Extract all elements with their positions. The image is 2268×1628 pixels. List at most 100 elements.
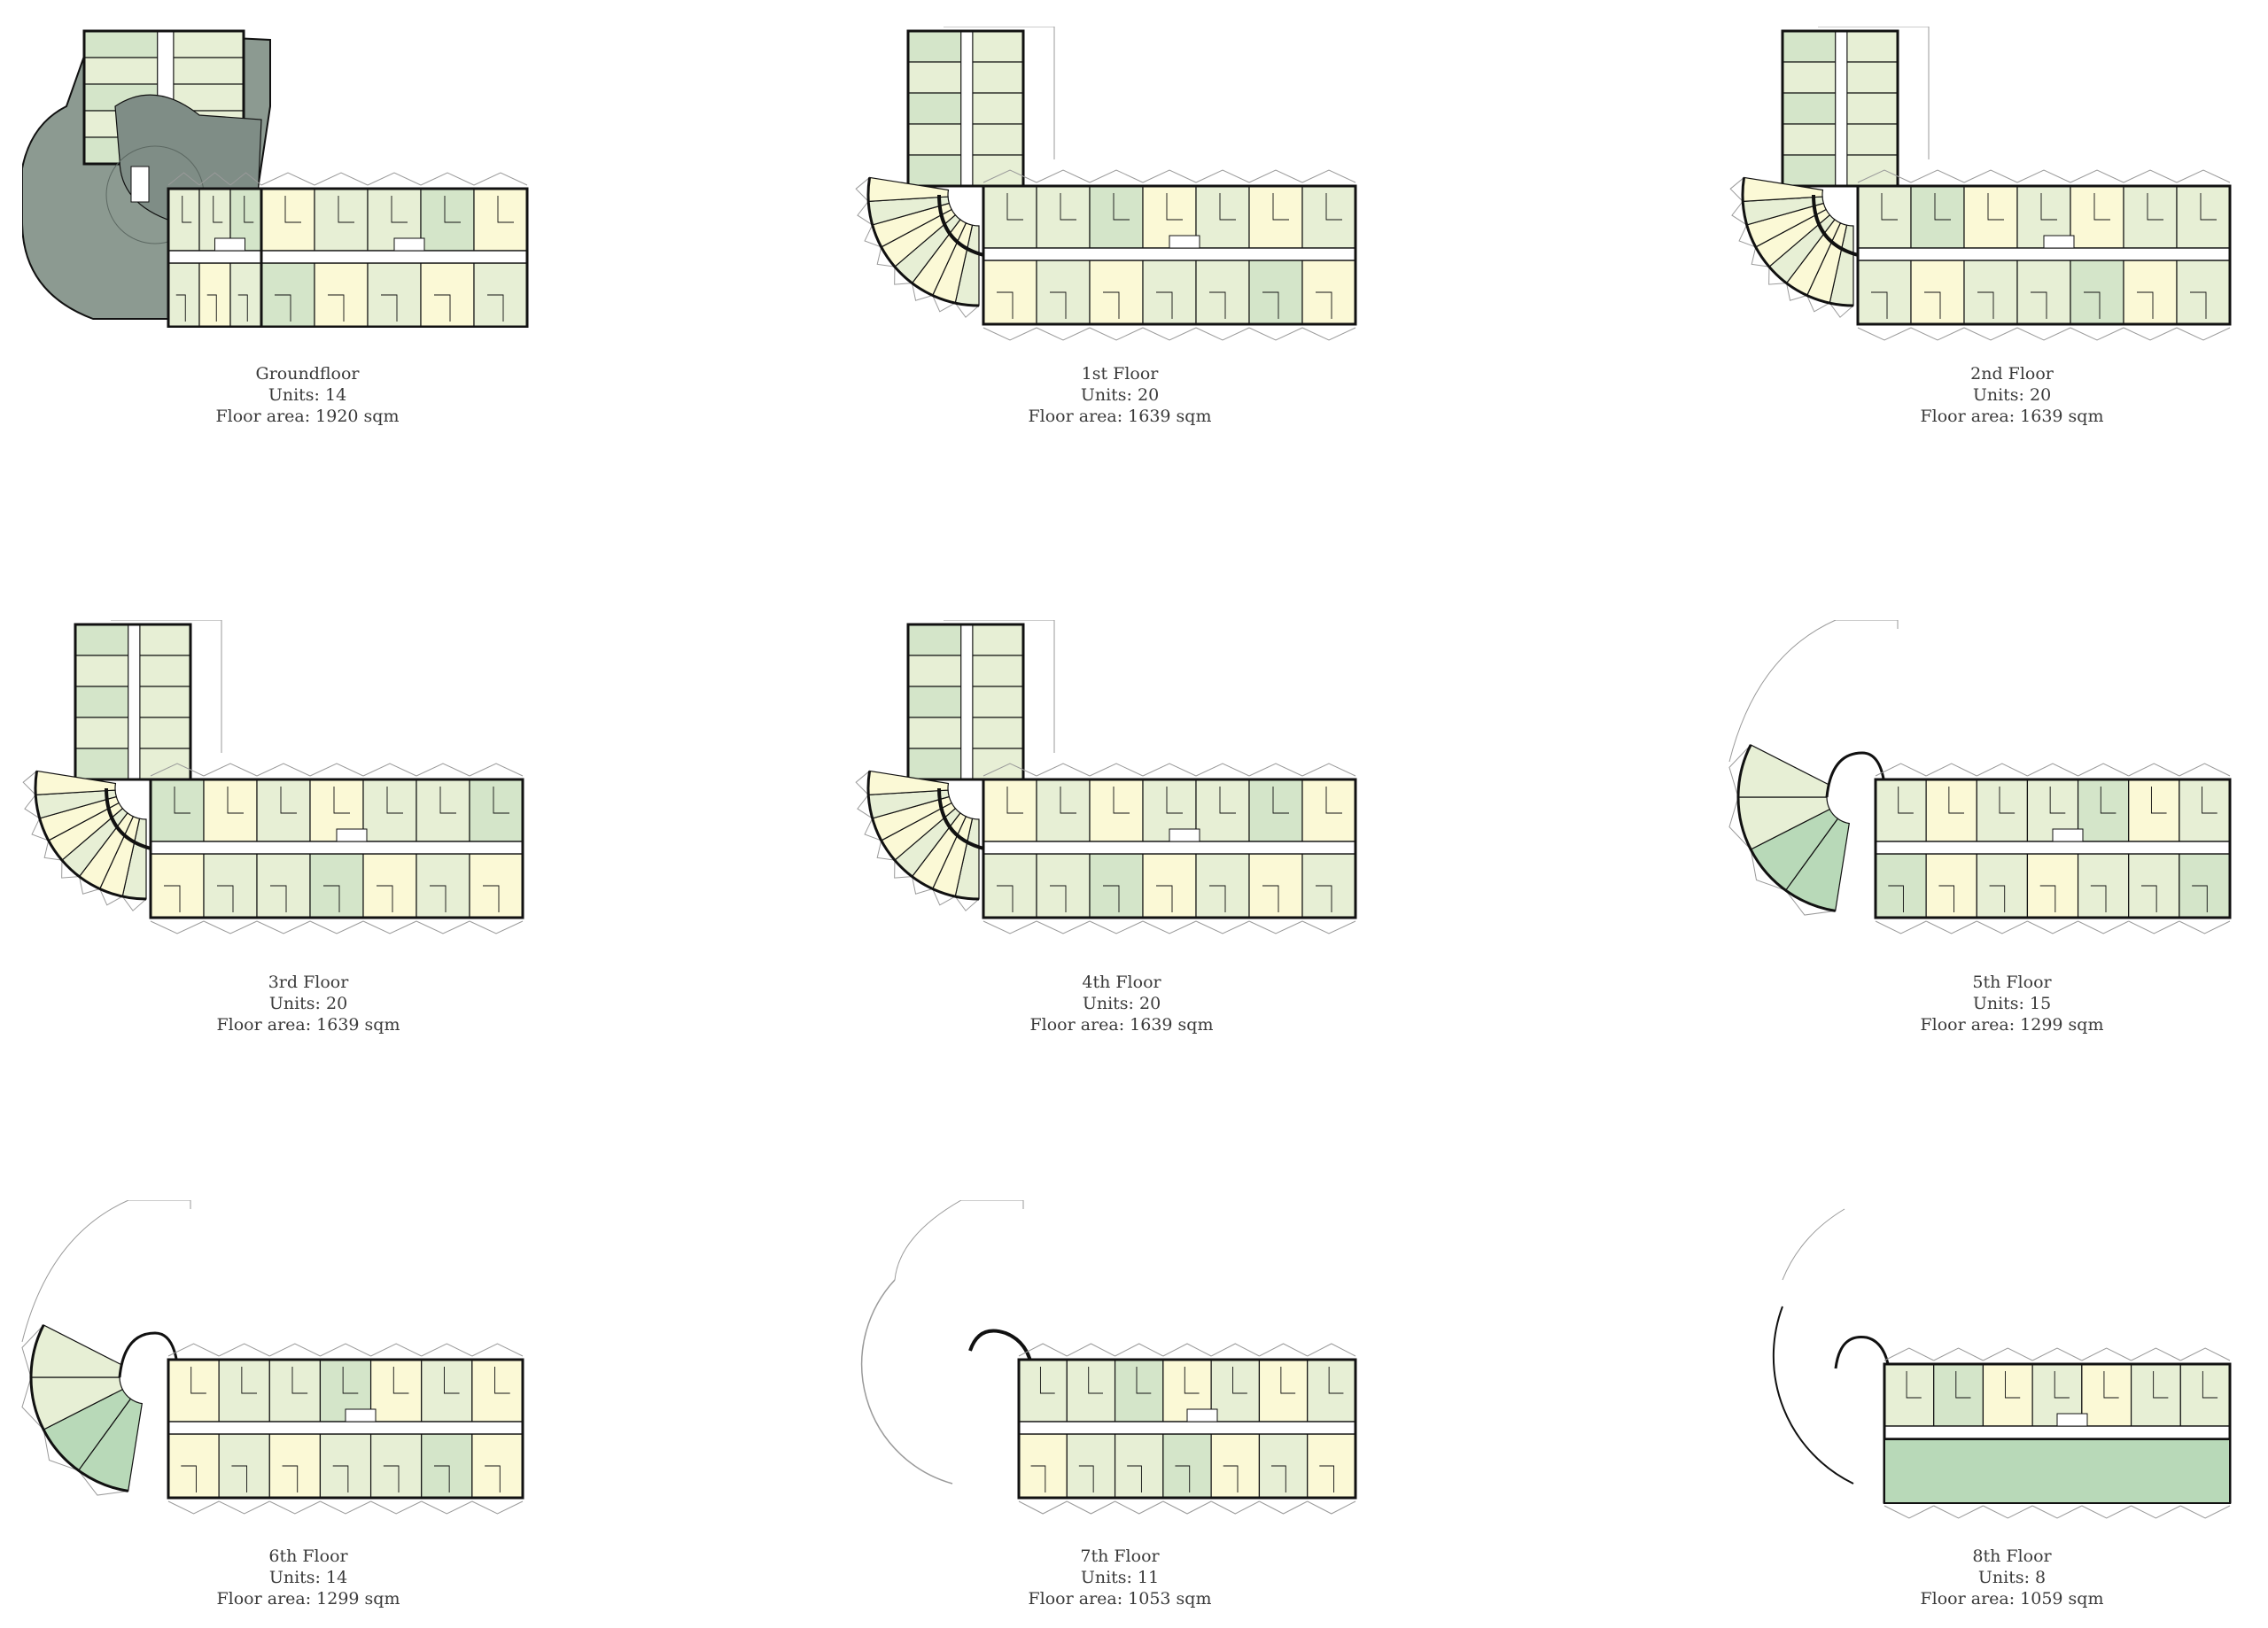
floor-name: 3rd Floor bbox=[268, 973, 349, 992]
floor-area: Floor area: 1639 sqm bbox=[216, 1015, 400, 1035]
terrace-outline bbox=[1728, 620, 1899, 763]
balcony-outline bbox=[1036, 763, 1091, 777]
balcony-outline bbox=[2179, 920, 2231, 934]
unit-room bbox=[1884, 1438, 2231, 1504]
balcony-outline bbox=[1983, 1505, 2033, 1519]
unit-room bbox=[1925, 779, 1977, 842]
corridor bbox=[167, 250, 262, 264]
partition-wall bbox=[1184, 1367, 1200, 1394]
partition-wall bbox=[1271, 1465, 1286, 1492]
stair-tower bbox=[968, 1329, 1034, 1369]
balcony-outline bbox=[1829, 302, 1854, 318]
partition-wall bbox=[1103, 291, 1120, 319]
partition-wall bbox=[1166, 787, 1183, 814]
unit-room bbox=[972, 717, 1024, 749]
partition-wall bbox=[392, 1367, 409, 1394]
partition-wall bbox=[2192, 885, 2208, 912]
partition-wall bbox=[1325, 193, 1342, 221]
terrace-outline bbox=[894, 1200, 1024, 1281]
partition-wall bbox=[164, 885, 181, 912]
floor-caption: 2nd Floor Units: 20 Floor area: 1639 sqm bbox=[1702, 363, 2268, 427]
balcony-outline bbox=[1248, 920, 1303, 934]
unit-room bbox=[1036, 185, 1091, 249]
lift-core bbox=[345, 1408, 377, 1423]
wing-outer-wall bbox=[982, 778, 1357, 919]
balcony-outline bbox=[1857, 169, 1912, 183]
corridor bbox=[1835, 30, 1848, 187]
unit-room bbox=[1982, 1363, 2033, 1427]
partition-wall bbox=[487, 294, 504, 322]
balcony-outline bbox=[21, 1376, 44, 1430]
floor-caption: 6th Floor Units: 14 Floor area: 1299 sqm bbox=[0, 1546, 618, 1609]
balcony-outline bbox=[78, 1469, 128, 1496]
floor-units: Units: 8 bbox=[1977, 1568, 2047, 1587]
partition-wall bbox=[1316, 291, 1332, 319]
partition-wall bbox=[338, 196, 354, 223]
lift-core bbox=[336, 828, 368, 842]
unit-room bbox=[150, 779, 205, 842]
partition-wall bbox=[1219, 787, 1236, 814]
floor-area: Floor area: 1059 sqm bbox=[1920, 1589, 2104, 1609]
partition-wall bbox=[1219, 193, 1236, 221]
unit-room bbox=[260, 188, 315, 252]
unit-room bbox=[256, 779, 311, 842]
unit-room bbox=[2128, 779, 2180, 842]
unit-room bbox=[907, 624, 962, 656]
partition-wall bbox=[333, 787, 350, 814]
partition-wall bbox=[1006, 193, 1023, 221]
unit-room bbox=[83, 57, 159, 85]
balcony-outline bbox=[367, 172, 422, 186]
partition-wall bbox=[1262, 885, 1279, 912]
partition-wall bbox=[174, 787, 190, 814]
partition-wall bbox=[434, 1465, 450, 1492]
unit-room bbox=[2179, 779, 2231, 842]
balcony-outline bbox=[1018, 1500, 1068, 1515]
balcony-outline bbox=[43, 840, 63, 861]
balcony-outline bbox=[21, 1324, 44, 1378]
partition-wall bbox=[270, 885, 287, 912]
terrace-outline bbox=[944, 620, 1055, 753]
balcony-outline bbox=[1307, 1343, 1356, 1357]
balcony-outline bbox=[1195, 327, 1250, 341]
balcony-outline bbox=[894, 860, 913, 879]
balcony-outline bbox=[1806, 295, 1830, 313]
wing-outer-wall bbox=[1781, 29, 1899, 188]
unit-room bbox=[1018, 1359, 1068, 1423]
partition-wall bbox=[1175, 1465, 1191, 1492]
balcony-outline bbox=[1933, 1505, 1984, 1519]
unit-room bbox=[972, 624, 1024, 656]
partition-wall bbox=[485, 1465, 501, 1492]
balcony-outline bbox=[2070, 327, 2124, 341]
unit-room bbox=[1884, 1363, 1935, 1427]
balcony-outline bbox=[1977, 763, 2028, 777]
unit-room bbox=[167, 1359, 220, 1423]
partition-wall bbox=[997, 885, 1014, 912]
balcony-outline bbox=[1738, 224, 1756, 248]
floor-plan-3 bbox=[22, 620, 524, 934]
balcony-outline bbox=[309, 763, 364, 777]
unit-room bbox=[139, 686, 191, 718]
wing-outer-wall bbox=[982, 184, 1357, 326]
balcony-outline bbox=[876, 840, 896, 861]
balcony-outline bbox=[954, 302, 980, 318]
balcony-outline bbox=[320, 1343, 371, 1357]
terrace-rail bbox=[1772, 1306, 1854, 1485]
balcony-outline bbox=[469, 763, 524, 777]
wing-outer-wall bbox=[1856, 184, 2232, 326]
balcony-outline bbox=[1933, 1347, 1984, 1361]
unit-room bbox=[1195, 779, 1250, 842]
floor-caption: 5th Floor Units: 15 Floor area: 1299 sqm bbox=[1702, 972, 2268, 1035]
unit-room bbox=[1963, 185, 2018, 249]
partition-wall bbox=[391, 196, 408, 223]
balcony-outline bbox=[150, 920, 205, 934]
balcony-outline bbox=[1307, 1500, 1356, 1515]
balcony-outline bbox=[1731, 201, 1747, 226]
partition-wall bbox=[1088, 1367, 1103, 1394]
balcony-outline bbox=[61, 860, 80, 879]
unit-room bbox=[907, 92, 962, 125]
partition-wall bbox=[182, 196, 192, 223]
floor-name: 7th Floor bbox=[1080, 1547, 1160, 1566]
partition-wall bbox=[1060, 787, 1076, 814]
partition-wall bbox=[483, 885, 500, 912]
unit-room bbox=[1258, 1359, 1309, 1423]
